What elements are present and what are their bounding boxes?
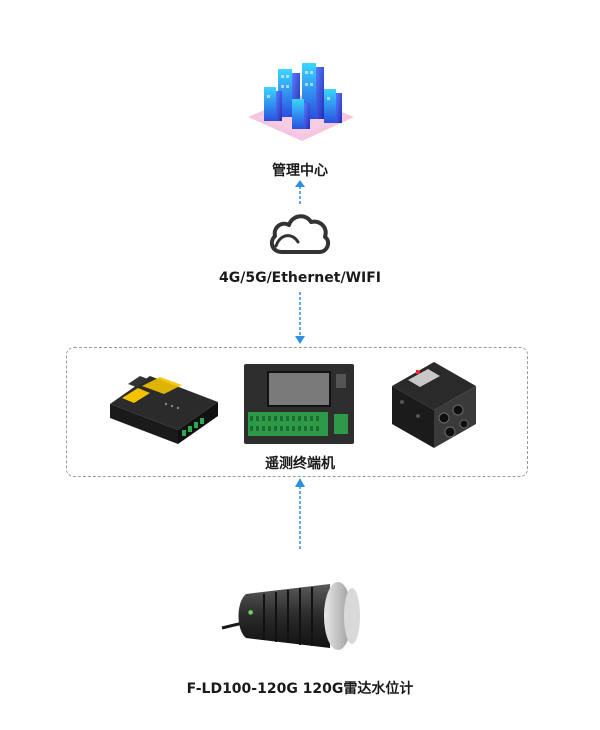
svg-text:●: ●: [248, 609, 253, 616]
network-label: 4G/5G/Ethernet/WIFI: [218, 270, 381, 286]
cloud-icon: [266, 208, 332, 258]
arrow-sensor-to-rtu: [292, 478, 308, 550]
rtu-device-2-icon: [244, 364, 354, 444]
rtu-device-1-icon: [106, 360, 222, 446]
rtu-device-3-icon: [378, 356, 482, 452]
arrow-network-to-center: [292, 180, 308, 204]
rtu-group-box: [66, 347, 528, 477]
radar-sensor-icon: ●: [220, 570, 380, 660]
rtu-label: 遥测终端机: [265, 456, 335, 472]
management-center-icon: [240, 55, 360, 145]
sensor-label: F-LD100-120G 120G雷达水位计: [186, 681, 414, 697]
management-center-label: 管理中心: [272, 163, 328, 179]
arrow-network-to-rtu: [292, 292, 308, 344]
